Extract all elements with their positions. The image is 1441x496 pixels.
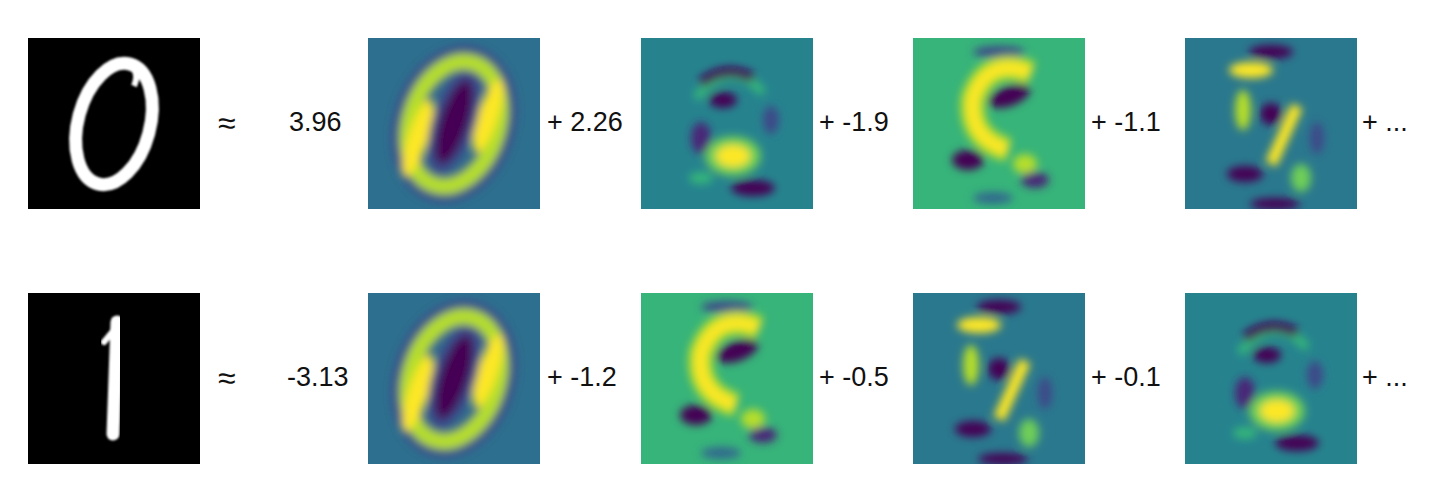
coefficient: -3.13 [287, 362, 349, 393]
continuation: + ... [1362, 362, 1408, 393]
component-image [641, 38, 813, 209]
coefficient-term: + -1.2 [547, 362, 617, 393]
continuation: + ... [1362, 107, 1408, 138]
approx-sign: ≈ [218, 360, 236, 397]
component-image [1185, 38, 1357, 210]
coefficient-term: + 2.26 [547, 107, 623, 138]
coefficient-term: + -0.5 [819, 362, 889, 393]
component-image [641, 293, 813, 464]
coefficient: 3.96 [289, 107, 342, 138]
component-image [368, 38, 540, 209]
component-image [913, 293, 1085, 465]
digit-zero-image [28, 38, 200, 209]
coefficient-term: + -1.9 [819, 107, 889, 138]
digit-one-image [28, 293, 200, 464]
coefficient-term: + -1.1 [1091, 107, 1161, 138]
component-image [913, 38, 1085, 209]
component-image [1185, 293, 1357, 464]
approx-sign: ≈ [218, 105, 236, 142]
coefficient-term: + -0.1 [1091, 362, 1161, 393]
component-image [368, 293, 540, 464]
